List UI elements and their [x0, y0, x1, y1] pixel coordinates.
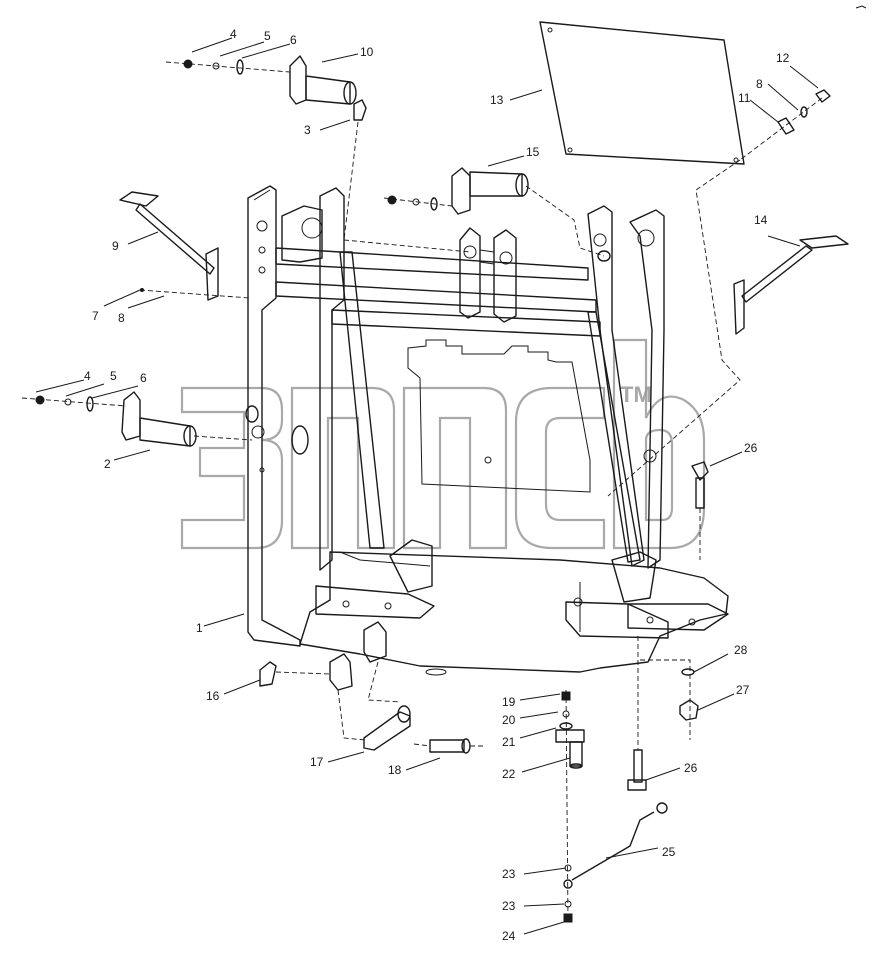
callout-7: 7	[92, 309, 99, 323]
callout-24: 24	[502, 929, 516, 943]
callout-27: 27	[736, 683, 750, 697]
callout-18: 18	[388, 763, 402, 777]
callout-13: 13	[490, 93, 504, 107]
main-frame	[247, 185, 729, 676]
callout-3: 3	[304, 123, 311, 137]
callout-8-left: 8	[118, 311, 125, 325]
lever-left	[119, 191, 251, 301]
watermark: TM	[180, 338, 706, 550]
callout-23-bottom: 23	[502, 899, 516, 913]
fastener-top-right	[607, 89, 831, 497]
cover-plate	[539, 21, 745, 165]
linkage-lower	[259, 621, 486, 754]
leader-lines	[35, 37, 819, 935]
callout-6: 6	[290, 33, 297, 47]
lever-right	[733, 235, 849, 335]
callout-2: 2	[104, 457, 111, 471]
callout-14: 14	[754, 213, 768, 227]
callout-5: 5	[264, 29, 271, 43]
callout-23-top: 23	[502, 867, 516, 881]
callout-22: 22	[502, 767, 516, 781]
callout-17: 17	[310, 755, 324, 769]
latch-stack	[555, 689, 668, 923]
pin-assembly-right	[383, 167, 611, 262]
callout-12: 12	[776, 51, 790, 65]
pin-assembly-top	[165, 55, 471, 253]
callout-6-left: 6	[140, 371, 147, 385]
callout-4-left: 4	[84, 369, 91, 383]
callout-1: 1	[196, 621, 203, 635]
callout-15: 15	[526, 145, 540, 159]
callout-9: 9	[112, 239, 119, 253]
corner-mark	[855, 5, 867, 9]
callout-28: 28	[734, 643, 748, 657]
callout-4: 4	[230, 27, 237, 41]
callout-26-top: 26	[744, 441, 758, 455]
callout-26-bottom: 26	[684, 761, 698, 775]
pin-assembly-left	[21, 391, 309, 455]
callout-5-left: 5	[110, 369, 117, 383]
callout-19: 19	[502, 695, 516, 709]
callout-10: 10	[360, 45, 374, 59]
callout-21: 21	[502, 735, 516, 749]
callout-11: 11	[738, 91, 751, 105]
callout-8: 8	[756, 77, 763, 91]
bolts-right	[627, 461, 709, 791]
callout-16: 16	[206, 689, 220, 703]
callout-labels: 4 5 6 10 3 13 15 12 8 11 9 14 7 8 4 5 6 …	[84, 27, 790, 943]
watermark-tm: TM	[620, 382, 652, 407]
callout-20: 20	[502, 713, 516, 727]
callout-25: 25	[662, 845, 676, 859]
